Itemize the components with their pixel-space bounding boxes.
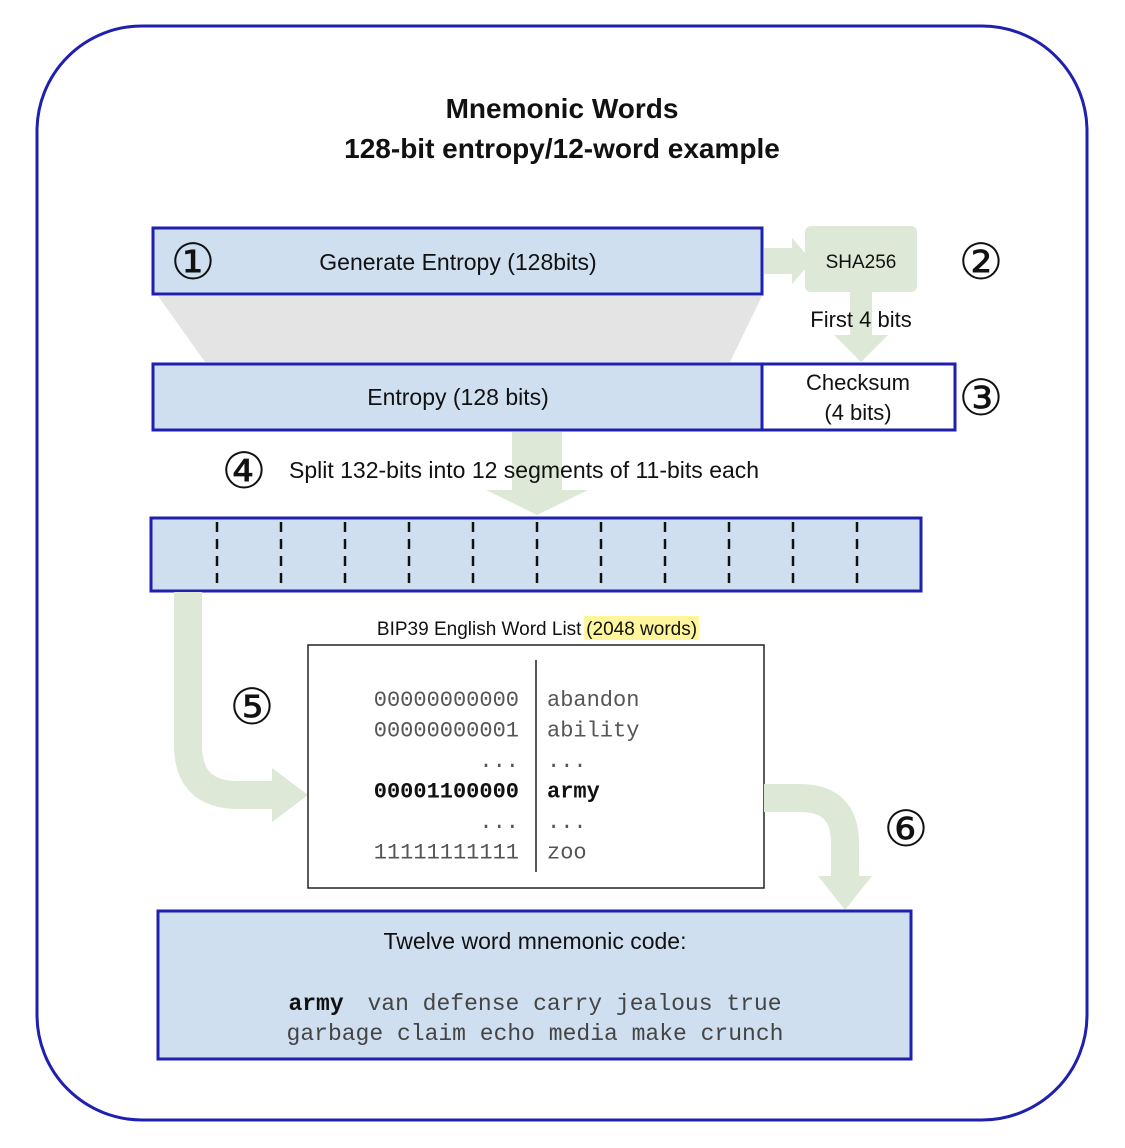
wordlist-bits: ... [479, 810, 519, 835]
arrow-to-mnemonic [764, 784, 859, 880]
mnemonic-line-2: garbage claim echo media make crunch [287, 1021, 784, 1047]
arrow-to-wordlist [174, 592, 275, 809]
mnemonic-label: Twelve word mnemonic code: [384, 928, 687, 954]
arrow-to-checksum [834, 292, 888, 362]
generate-entropy-label: Generate Entropy (128bits) [319, 249, 596, 275]
wordlist-word: ... [547, 810, 587, 835]
mnemonic-box [156, 909, 913, 1061]
segment-dividers [215, 522, 859, 588]
checksum-box [760, 362, 957, 432]
wordlist-word: ... [547, 749, 587, 774]
wordlist-bits: 00001100000 [374, 780, 519, 805]
step-3-marker: ③ [959, 370, 1004, 426]
checksum-label: Checksum [806, 370, 910, 395]
mnemonic-line-1-rest: van defense carry jealous true [367, 991, 781, 1017]
sha256-label: SHA256 [826, 252, 897, 273]
mnemonic-line-1: army van defense carry jealous true [288, 991, 781, 1017]
wordlist-title: BIP39 English Word List [377, 619, 582, 640]
arrow-to-segments [486, 432, 588, 515]
sha256-box [805, 226, 917, 292]
entropy-label: Entropy (128 bits) [367, 384, 549, 410]
wordlist-title-text: BIP39 English Word List [377, 619, 582, 640]
step-4-marker: ④ [222, 443, 267, 499]
entropy-box [151, 362, 764, 432]
wordlist-bits: 00000000001 [374, 719, 519, 744]
wordlist-count-highlight [584, 616, 700, 640]
step-1-marker: ① [171, 234, 216, 290]
checksum-bits-label: (4 bits) [824, 400, 891, 425]
wordlist-word: ability [547, 719, 639, 744]
arrow-to-wordlist-head [272, 768, 308, 822]
wordlist-bits: 11111111111 [374, 841, 519, 866]
diagram-title: Mnemonic Words [446, 93, 679, 124]
step-6-marker: ⑥ [884, 801, 929, 857]
step-2-marker: ② [959, 234, 1004, 290]
wordlist-bits: ... [479, 749, 519, 774]
wordlist-bits: 00000000000 [374, 688, 519, 713]
wordlist-word: zoo [547, 841, 587, 866]
generate-entropy-box [151, 226, 764, 296]
arrow-to-sha256 [764, 238, 812, 284]
wordlist-count: (2048 words) [586, 619, 697, 640]
wordlist-rows: 00000000000 abandon 00000000001 ability....… [374, 688, 640, 866]
mnemonic-first-word: army [288, 991, 343, 1017]
split-instruction: Split 132-bits into 12 segments of 11-bi… [289, 457, 759, 483]
wordlist-word: abandon [547, 688, 639, 713]
first-bits-label: First 4 bits [810, 307, 911, 332]
entropy-funnel [158, 296, 762, 362]
diagram-subtitle: 128-bit entropy/12-word example [344, 133, 780, 164]
arrow-to-mnemonic-head [818, 876, 872, 910]
step-5-marker: ⑤ [230, 679, 275, 735]
wordlist-word: army [547, 780, 600, 805]
